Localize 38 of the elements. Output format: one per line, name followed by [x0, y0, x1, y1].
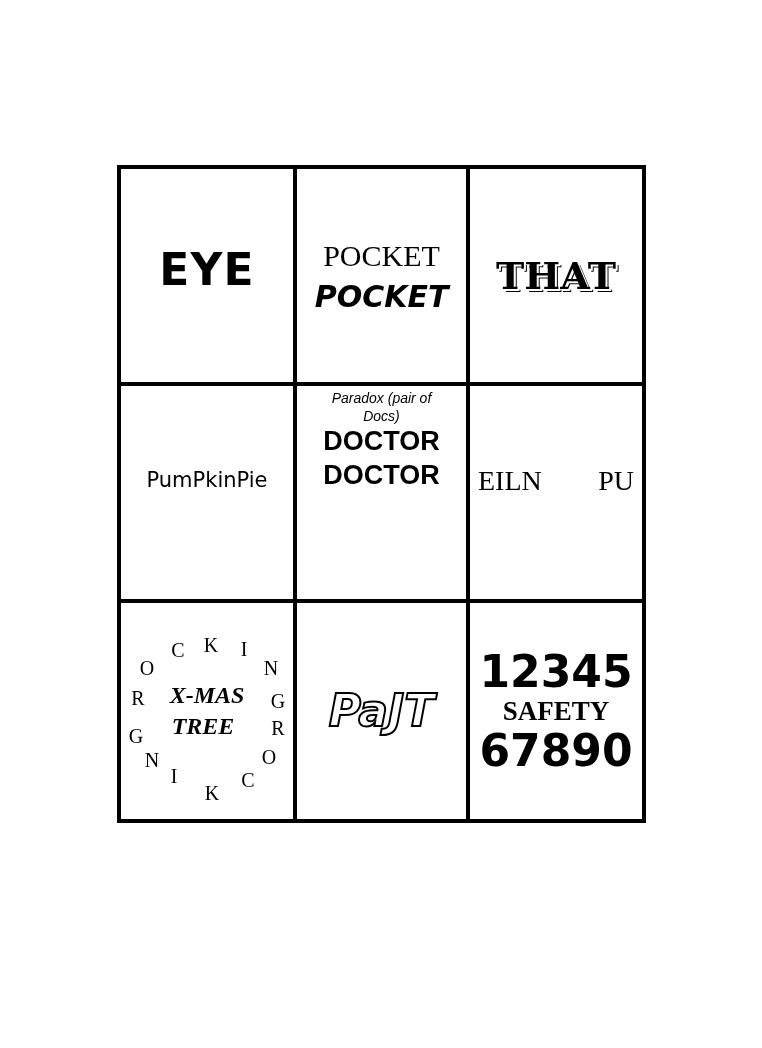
- puzzle-text: SAFETY: [502, 697, 610, 725]
- puzzle-text: 12345: [479, 649, 633, 694]
- puzzle-cell: [470, 603, 642, 819]
- puzzle-text: TREE: [171, 712, 235, 741]
- puzzle-letter: O: [139, 656, 155, 681]
- puzzle-cell: [297, 603, 466, 819]
- puzzle-text: X-MAS: [169, 681, 245, 710]
- puzzle-letter: C: [171, 638, 185, 663]
- puzzle-cell: [470, 169, 642, 382]
- puzzle-letter: G: [128, 724, 144, 749]
- puzzle-letter: C: [241, 768, 255, 793]
- puzzle-text: 67890: [479, 728, 633, 773]
- puzzle-letter: I: [170, 764, 178, 789]
- puzzle-text: PU: [598, 463, 634, 498]
- puzzle-cell: [470, 386, 642, 599]
- puzzle-letter: N: [263, 656, 279, 681]
- puzzle-text: POCKET: [314, 277, 449, 316]
- puzzle-letter: N: [144, 748, 160, 773]
- puzzle-text: EILN: [478, 463, 542, 498]
- puzzle-cell: [121, 169, 293, 382]
- puzzle-cell: [121, 603, 293, 819]
- puzzle-letter: K: [203, 633, 219, 658]
- puzzle-text: DOCTOR: [323, 458, 440, 492]
- puzzle-text: THAT: [496, 252, 616, 300]
- puzzle-letter: K: [204, 781, 220, 806]
- puzzle-text: DOCTOR: [323, 425, 440, 458]
- puzzle-cell: [297, 169, 466, 382]
- puzzle-text: EYE: [159, 242, 255, 297]
- puzzle-letter: R: [271, 716, 285, 741]
- puzzle-letter: G: [270, 689, 286, 714]
- puzzle-text: PumPkinPie: [146, 466, 268, 494]
- puzzle-text: POCKET: [323, 237, 440, 274]
- puzzle-letter: O: [261, 745, 277, 770]
- puzzle-text: Paradox (pair of Docs): [330, 390, 434, 425]
- puzzle-letter: R: [131, 686, 145, 711]
- puzzle-letter: I: [240, 637, 248, 662]
- puzzle-cell: [121, 386, 293, 599]
- puzzle-cell: [297, 386, 466, 599]
